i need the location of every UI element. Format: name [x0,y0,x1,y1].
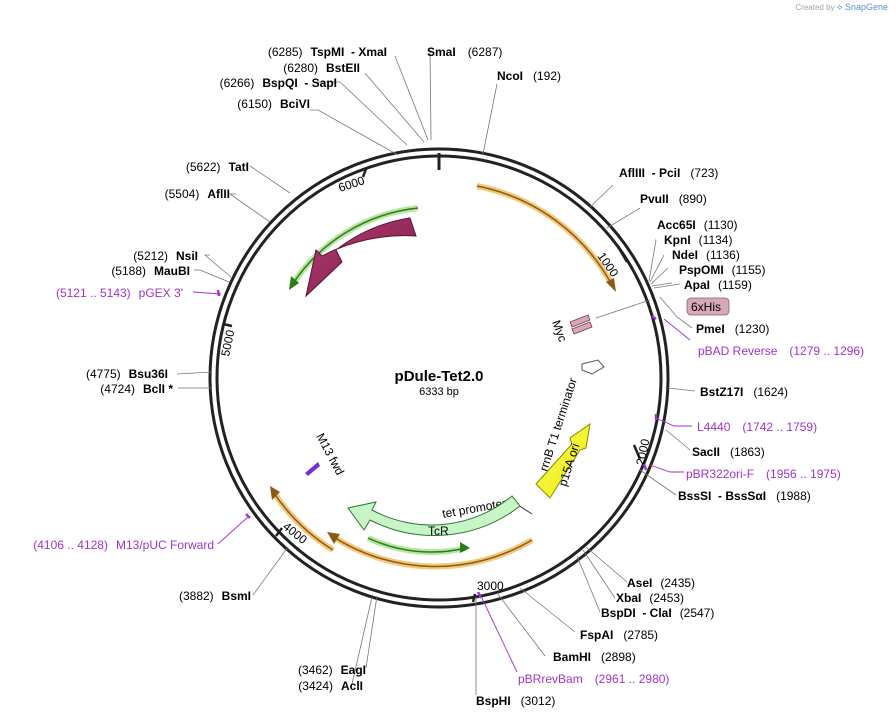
m13-fwd-arrow [305,462,320,476]
araC-feature [305,217,417,298]
p15a-feature [535,422,591,499]
site-asei[interactable]: AseI(2435) [627,576,695,590]
tcr-label: TcR [428,524,449,538]
plasmid-length: 6333 bp [419,386,459,398]
site-pmei[interactable]: PmeI(1230) [696,322,769,336]
primer-l4440[interactable]: L4440(1742 .. 1759) [697,420,817,434]
site-bspdi-clai[interactable]: BspDI - ClaI(2547) [601,606,714,620]
site-bsmi[interactable]: (3882)BsmI [179,589,251,603]
araC-green-head [289,276,299,290]
primer-pgex3[interactable]: (5121 .. 5143)pGEX 3' [56,286,183,300]
tick-label-3000: 3000 [477,579,504,593]
site-ndei[interactable]: NdeI(1136) [672,248,740,262]
tcr-green-arrow [367,537,467,553]
site-afliii-pcii[interactable]: AflIII - PciI(723) [619,166,718,180]
backbone-outer [208,147,670,609]
site-xbai[interactable]: XbaI(2453) [616,591,684,605]
myc-feature-2 [571,321,593,335]
site-bcivi[interactable]: (6150)BciVI [237,97,310,111]
site-pvuii[interactable]: PvuII(890) [640,192,707,206]
site-bamhi[interactable]: BamHI(2898) [553,650,636,664]
site-tati[interactable]: (5622)TatI [186,160,249,174]
site-bstz17i[interactable]: BstZ17I(1624) [700,385,788,399]
orf-arc-bottom-head [270,486,280,500]
plasmid-name: pDule-Tet2.0 [395,368,484,385]
site-bsteii[interactable]: (6280)BstEII [283,61,360,75]
leader-lines [176,49,696,695]
primer-marks [216,289,658,599]
site-fspai[interactable]: FspAI(2785) [580,628,658,642]
snapgene-logo-icon: ⟡ [836,2,843,12]
his-tag-box [686,297,730,316]
watermark-brand: SnapGene [844,2,888,12]
myc-feature [569,314,591,328]
araC-green-arrow [291,207,419,286]
site-kpni[interactable]: KpnI(1134) [664,233,732,247]
watermark-prefix: Created by [795,3,835,12]
site-bspqi-sapi[interactable]: (6266)BspQI - SapI [220,76,337,90]
tcr-green-halo [366,535,467,555]
tcr-green-head [460,542,470,553]
orf-arc-bottom [273,492,334,551]
site-ncoi[interactable]: NcoI(192) [497,69,561,83]
tick-label-5000: 5000 [218,328,237,357]
myc-label: Myc [549,318,570,343]
tick-marks [222,168,642,603]
m13-fwd-label: M13 fwd [313,431,347,478]
site-nsii[interactable]: (5212)NsiI [133,249,198,263]
orf-arc-tcr-outer [331,535,533,568]
site-eagi[interactable]: (3462)EagI [298,663,366,677]
orf-arc-top-right-head [606,278,616,292]
site-bsu36i[interactable]: (4775)Bsu36I [86,367,168,381]
site-acli[interactable]: (3424)AclI [298,679,363,693]
his-leader [595,299,651,319]
site-tspmi-xmai[interactable]: (6285)TspMI - XmaI [268,45,387,59]
site-maubi[interactable]: (5188)MauBI [111,264,190,278]
site-bsssi-bsssai[interactable]: BssSI - BssSαI(1988) [678,489,811,503]
araC-label: araC [340,239,370,265]
orf-arc-tcr-outer-head [327,532,340,544]
site-apai[interactable]: ApaI(1159) [684,278,752,292]
site-psp0mi[interactable]: PspOMI(1155) [679,263,765,277]
snapgene-watermark: Created by ⟡ SnapGene [795,2,888,13]
site-aflii[interactable]: (5504)AflII [165,187,230,201]
primer-pbad-reverse[interactable]: pBAD Reverse(1279 .. 1296) [698,344,864,358]
terminator-arrow [581,359,605,375]
site-bcli[interactable]: (4724)BclI * [100,382,173,396]
tick-label-2000: 2000 [633,437,652,466]
site-smai[interactable]: SmaI(6287) [427,45,502,59]
site-bsphi[interactable]: BspHI(3012) [476,694,555,708]
tet-promoter-line [517,504,533,515]
tcr-feature [347,495,521,536]
his-tag-label: 6xHis [691,300,721,314]
orf-arc-top-right [476,185,613,286]
site-sacii[interactable]: SacII(1863) [692,445,765,459]
primer-pbr322ori-f[interactable]: pBR322ori-F(1956 .. 1975) [686,467,841,481]
orf-arc-top-right-halo [476,183,615,287]
primer-m13-puc-forward[interactable]: (4106 .. 4128)M13/pUC Forward [33,538,214,552]
primer-leader-lines [192,291,692,673]
tick-label-6000: 6000 [337,173,367,195]
primer-pbrrevbam[interactable]: pBRrevBam(2961 .. 2980) [518,672,669,686]
site-acc65i[interactable]: Acc65I(1130) [657,218,738,232]
